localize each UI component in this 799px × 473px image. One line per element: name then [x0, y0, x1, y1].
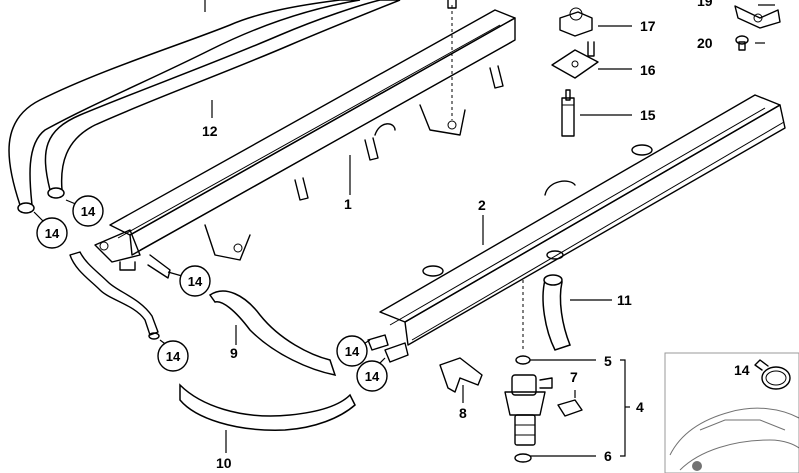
callout-7: 7 [570, 369, 578, 385]
stud-15 [561, 89, 575, 137]
svg-text:14: 14 [365, 369, 380, 384]
leader-lines [33, 0, 775, 457]
hose-9 [208, 290, 337, 376]
svg-text:14: 14 [188, 274, 203, 289]
callout-17: 17 [640, 18, 656, 34]
inset-panel: 14 [664, 352, 799, 473]
screw-20 [735, 35, 749, 51]
callout-20: 20 [697, 35, 713, 51]
circled-14-e: 14 [336, 335, 368, 367]
fuel-rail-2 [367, 94, 786, 363]
svg-text:14: 14 [166, 349, 181, 364]
callout-8: 8 [459, 405, 467, 421]
callout-1: 1 [344, 196, 352, 212]
callout-labels: 12 1 2 11 9 10 17 16 15 19 20 5 6 4 7 8 [202, 0, 713, 471]
circled-14-b: 14 [36, 217, 68, 249]
svg-text:14: 14 [81, 204, 96, 219]
callout-16: 16 [640, 62, 656, 78]
circled-14-f: 14 [356, 360, 388, 392]
circled-14-a: 14 [72, 195, 104, 227]
callout-15: 15 [640, 107, 656, 123]
circled-14-c: 14 [179, 265, 211, 297]
callout-19: 19 [697, 0, 713, 9]
hose-12 [8, 0, 401, 214]
callout-9: 9 [230, 345, 238, 361]
clip-7 [557, 399, 583, 417]
hose-clamp-icon [754, 359, 791, 390]
callout-2: 2 [478, 197, 486, 213]
callout-10: 10 [216, 455, 232, 471]
injector-4 [504, 280, 553, 463]
clip-19 [734, 5, 781, 29]
callout-4: 4 [636, 399, 644, 415]
svg-text:14: 14 [45, 226, 60, 241]
callout-12: 12 [202, 123, 218, 139]
car-silhouette [669, 407, 799, 471]
bracket-16 [551, 41, 599, 79]
clip-17 [559, 7, 593, 37]
svg-text:14: 14 [345, 344, 360, 359]
circled-callouts: 14 14 14 14 14 14 [36, 195, 388, 392]
pipe-left [69, 251, 160, 340]
inset-label-14: 14 [734, 362, 750, 378]
hose-10 [179, 383, 356, 431]
fuel-rail-1 [94, 9, 516, 279]
circled-14-d: 14 [157, 340, 189, 372]
hose-11 [542, 274, 571, 351]
callout-6: 6 [604, 448, 612, 464]
callout-11: 11 [617, 292, 632, 308]
clip-8 [439, 357, 483, 393]
callout-5: 5 [604, 353, 612, 369]
